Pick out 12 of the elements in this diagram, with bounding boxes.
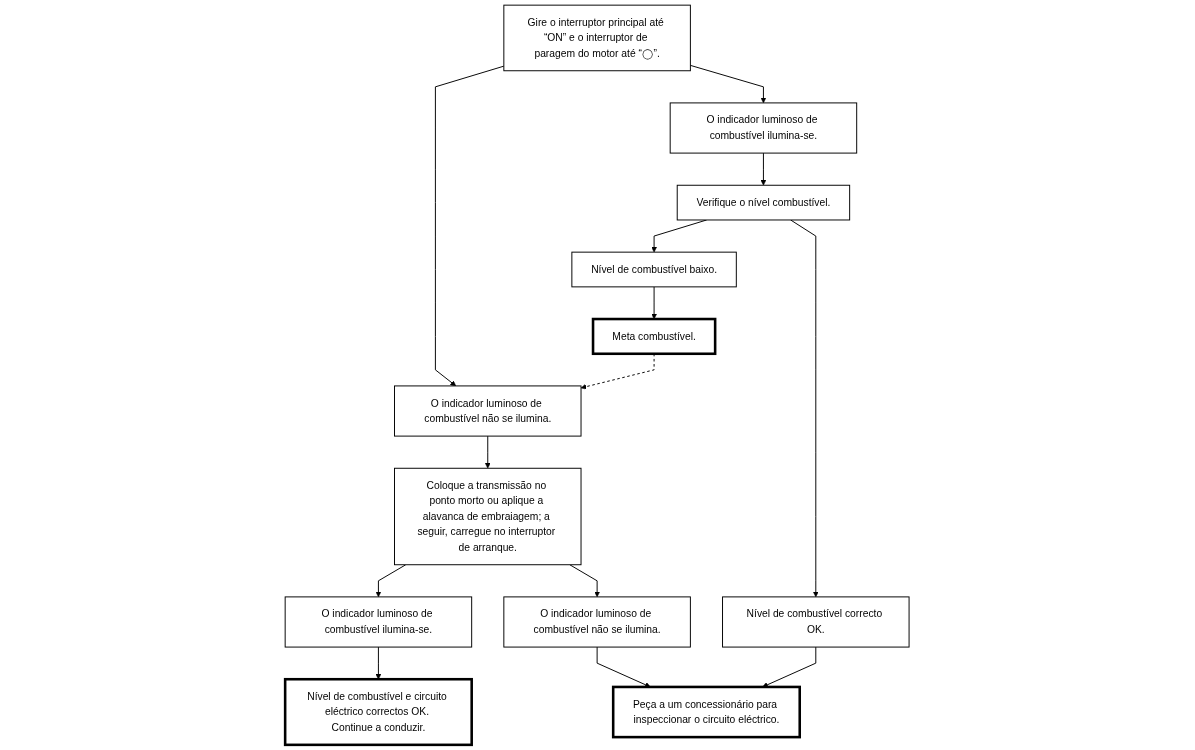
node-box: Peça a um concessionário para inspeccionar o circuito eléctrico.: [612, 685, 802, 739]
node-box: Nível de combustível correcto OK.: [722, 596, 910, 648]
node-box: Meta combustível.: [592, 317, 717, 356]
node-box: O indicador luminoso de combustível não se ilumina.: [503, 596, 692, 648]
node-box: O indicador luminoso de combustível ilumina-se.: [285, 596, 473, 648]
node-box: Nível de combustível e circuito eléctrico correctos OK. Continue a conduzir.: [284, 677, 474, 747]
node-box: O indicador luminoso de combustível ilumina-se.: [670, 102, 858, 154]
node-box: O indicador luminoso de combustível não se ilumina.: [394, 385, 582, 437]
node-box: Gire o interruptor principal até “ON” e o interruptor de paragem do motor até “◯”.: [503, 4, 692, 72]
node-box: Nível de combustível baixo.: [571, 251, 738, 288]
node-box: Verifique o nível combustível.: [677, 184, 851, 221]
node-box: Coloque a transmissão no ponto morto ou aplique a alavanca de embraiagem; a seguir, carregue no interruptor de arranque.: [394, 467, 582, 566]
